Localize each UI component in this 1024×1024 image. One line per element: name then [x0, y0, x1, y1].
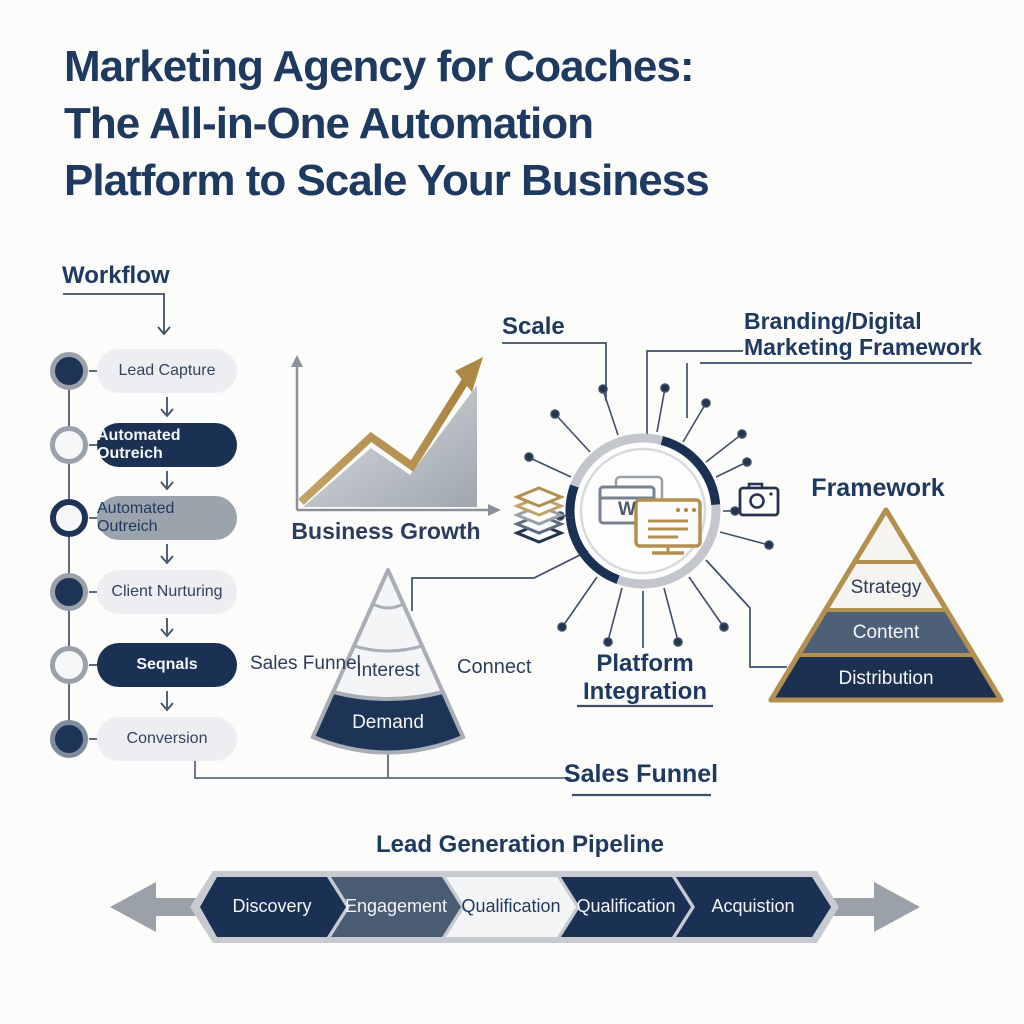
title-line-2: The All-in-One Automation: [64, 99, 594, 148]
step-label: Seqnals: [136, 656, 198, 673]
pyramid-strategy-label: Strategy: [850, 577, 922, 598]
stage-engagement-shape: [331, 877, 461, 937]
branding-framework-label: Branding/Digital Marketing Framework: [744, 308, 982, 360]
platform-integration-label: Platform Integration: [583, 650, 707, 706]
sales-funnel-bottom-label: Sales Funnel: [563, 760, 719, 788]
growth-arrowhead: [455, 357, 483, 392]
workflow-connector: [63, 293, 171, 336]
stage-qualification1-shape: [446, 877, 576, 937]
branding-line-2: Marketing Framework: [744, 334, 982, 360]
step-label: Lead Capture: [118, 362, 216, 379]
workflow-step-client-nurturing: Client Nurturing: [97, 570, 237, 614]
title-line-1: Marketing Agency for Coaches:: [64, 42, 695, 91]
branding-line-1: Branding/Digital: [744, 308, 922, 334]
pipeline-left-arrow: [110, 882, 198, 932]
workflow-node-6: [50, 720, 88, 758]
scale-label: Scale: [502, 313, 565, 340]
workflow-step-automated-outreach-2: Automated Outreich: [97, 496, 237, 540]
stage-discovery-label: Discovery: [232, 896, 312, 916]
workflow-step-automated-outreach-1: Automated Outreich: [97, 423, 237, 467]
camera-icon: [738, 482, 780, 517]
pipeline-heading: Lead Generation Pipeline: [375, 831, 665, 858]
pyramid-distribution-label: Distribution: [838, 668, 934, 689]
hub-label-connectors: [411, 342, 972, 797]
stage-qualification1-label: Qualification: [461, 896, 561, 916]
x-axis-arrow: [488, 504, 501, 516]
workflow-node-3: [50, 499, 88, 537]
step-label: Client Nurturing: [111, 583, 223, 600]
page-title: Marketing Agency for Coaches: The All-in…: [64, 38, 710, 209]
gold-website-icon: [634, 498, 702, 555]
funnel-interest-label: Interest: [356, 660, 420, 681]
workflow-node-2: [50, 426, 88, 464]
growth-chart: [291, 355, 501, 516]
workflow-node-1: [50, 352, 88, 390]
connect-label: Connect: [457, 656, 532, 678]
step-label: Automated Outreich: [97, 427, 181, 462]
workflow-step-conversion: Conversion: [97, 717, 237, 761]
hub-window-letter: W: [618, 499, 636, 520]
business-growth-label: Business Growth: [291, 518, 481, 544]
sales-funnel-side-label: Sales Funnel: [250, 653, 361, 674]
workflow-node-5: [50, 646, 88, 684]
platform-line-1: Platform: [596, 650, 694, 677]
growth-area: [303, 385, 477, 507]
step-label: Conversion: [126, 730, 208, 747]
framework-pyramid: [768, 507, 1004, 703]
framework-heading: Framework: [811, 474, 945, 502]
step-label: Automated Outreich: [97, 500, 175, 535]
title-line-3: Platform to Scale Your Business: [64, 156, 710, 205]
workflow-step-arrows: [160, 397, 174, 712]
funnel-demand-segment: [310, 689, 466, 755]
hub-spokes: [524, 383, 774, 647]
hub-arc-top-right: [660, 436, 721, 506]
platform-line-2: Integration: [583, 678, 707, 705]
funnel-demand-label: Demand: [352, 712, 424, 733]
hub-arc-bottom-left: [565, 516, 620, 584]
y-axis-arrow: [291, 355, 303, 367]
workflow-node-4: [50, 573, 88, 611]
workflow-step-lead-capture: Lead Capture: [97, 349, 237, 393]
stage-qualification2-shape: [561, 877, 691, 937]
hub-arc-left: [565, 484, 579, 518]
layers-icon: [513, 486, 565, 544]
workflow-heading: Workflow: [62, 262, 170, 289]
workflow-step-signals: Seqnals: [97, 643, 237, 687]
sales-funnel-cone: [310, 568, 466, 755]
stage-acquistion-label: Acquistion: [711, 896, 795, 916]
conversion-connector: [194, 752, 571, 779]
pyramid-content-label: Content: [852, 622, 920, 643]
growth-line: [298, 377, 470, 505]
stage-acquistion-shape: [676, 877, 831, 937]
stage-engagement-label: Engagement: [344, 896, 448, 916]
pipeline-right-arrow: [832, 882, 920, 932]
stage-discovery-shape: [200, 877, 346, 937]
pyramid-distribution-tier: [771, 655, 1001, 700]
pipeline-bar: [110, 871, 920, 943]
stage-qualification2-label: Qualification: [576, 896, 676, 916]
pyramid-content-tier: [798, 610, 974, 655]
